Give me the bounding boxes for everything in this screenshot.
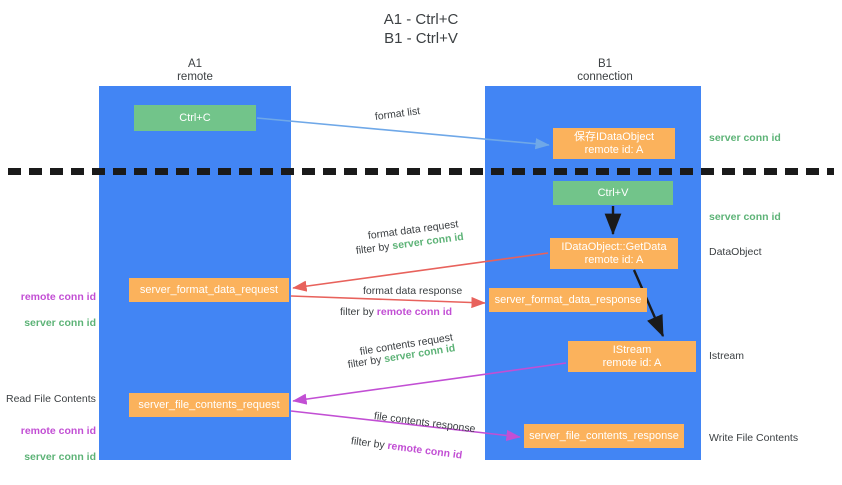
node-istream[interactable]: IStream remote id: A xyxy=(568,341,696,372)
column-header-a1-name: A1 xyxy=(187,58,203,70)
filter-prefix: filter by xyxy=(340,306,377,318)
column-header-a1: A1 remote xyxy=(130,58,260,84)
note-server-conn-id: server conn id xyxy=(24,451,96,463)
note-istream: Istream xyxy=(709,350,745,362)
edge-label-format-data-response-filter: filter by remote conn id xyxy=(340,305,452,320)
node-ctrl-c[interactable]: Ctrl+C xyxy=(134,105,256,131)
filter-prefix: filter by xyxy=(346,353,386,371)
column-header-b1: B1 connection xyxy=(540,58,670,84)
filter-value-remote-conn-id: remote conn id xyxy=(386,439,463,462)
node-format-data-request[interactable]: server_format_data_request xyxy=(129,278,289,302)
node-file-contents-request[interactable]: server_file_contents_request xyxy=(129,393,289,417)
column-header-a1-sub: remote xyxy=(177,71,213,83)
note-server-conn-id: server conn id xyxy=(24,317,96,329)
phase-divider xyxy=(8,168,834,175)
node-ctrl-v[interactable]: Ctrl+V xyxy=(553,181,673,205)
column-header-b1-sub: connection xyxy=(577,71,633,83)
note-server-conn-id-top: server conn id xyxy=(709,132,781,144)
filter-value-remote-conn-id: remote conn id xyxy=(376,306,453,318)
node-format-data-response[interactable]: server_format_data_response xyxy=(489,288,647,312)
note-read-file-contents: Read File Contents xyxy=(6,393,96,405)
note-server-conn-id-mid: server conn id xyxy=(709,211,781,223)
node-data-object[interactable]: 保存IDataObject remote id: A xyxy=(553,128,675,159)
node-file-contents-response[interactable]: server_file_contents_response xyxy=(524,424,684,448)
filter-prefix: filter by xyxy=(355,240,394,257)
column-header-b1-name: B1 xyxy=(597,58,613,70)
note-conn-ids-upper: remote conn id server conn id xyxy=(8,278,96,343)
edge-label-format-list: format list xyxy=(374,105,421,123)
node-get-data[interactable]: IDataObject::GetData remote id: A xyxy=(550,238,678,269)
note-conn-ids-lower: remote conn id server conn id xyxy=(8,412,96,477)
edge-label-file-contents-response: file contents response xyxy=(373,410,477,436)
note-write-file-contents: Write File Contents xyxy=(709,432,799,444)
edge-label-format-data-response: format data response xyxy=(363,285,463,297)
note-remote-conn-id: remote conn id xyxy=(20,291,96,303)
filter-prefix: filter by xyxy=(350,435,389,452)
diagram-title: A1 - Ctrl+C B1 - Ctrl+V xyxy=(383,11,459,47)
note-remote-conn-id: remote conn id xyxy=(20,425,96,437)
note-data-object: DataObject xyxy=(709,246,762,258)
edge-label-file-contents-response-filter: filter by remote conn id xyxy=(350,434,463,463)
